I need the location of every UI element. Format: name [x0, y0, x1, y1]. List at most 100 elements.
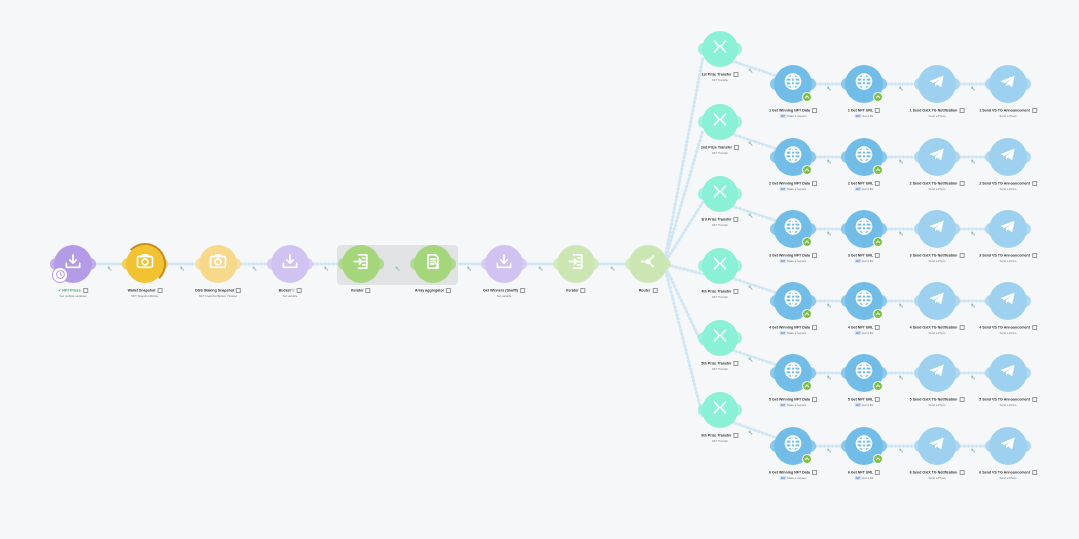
clock-icon[interactable] — [52, 266, 68, 283]
wrench-icon[interactable]: 🔧 — [466, 266, 472, 271]
module-circle[interactable] — [989, 427, 1027, 465]
module-circle[interactable] — [702, 31, 738, 67]
note-icon[interactable] — [811, 325, 817, 330]
module-circle[interactable] — [702, 104, 738, 140]
wrench-icon[interactable]: 🔧 — [898, 303, 904, 308]
note-icon[interactable] — [811, 108, 817, 113]
module-circle[interactable] — [199, 245, 237, 283]
wrench-icon[interactable]: 🔧 — [748, 213, 753, 218]
module-circle[interactable] — [702, 176, 738, 212]
wrench-icon[interactable]: 🔧 — [748, 285, 753, 290]
module-circle[interactable] — [989, 138, 1027, 176]
note-icon[interactable] — [875, 397, 881, 402]
module-circle[interactable] — [629, 245, 667, 283]
note-icon[interactable] — [1031, 108, 1037, 113]
module-circle[interactable] — [485, 245, 523, 283]
wrench-icon[interactable]: 🔧 — [107, 266, 112, 271]
wrench-icon[interactable]: 🔧 — [748, 357, 753, 362]
wrench-icon[interactable]: 🔧 — [826, 303, 832, 308]
module-circle[interactable] — [845, 427, 883, 465]
note-icon[interactable] — [157, 288, 163, 293]
note-icon[interactable] — [811, 181, 817, 186]
wrench-icon[interactable]: 🔧 — [970, 448, 976, 453]
note-icon[interactable] — [811, 470, 817, 475]
wrench-icon[interactable]: 🔧 — [826, 159, 832, 164]
wrench-icon[interactable]: 🔧 — [826, 448, 832, 453]
note-icon[interactable] — [959, 470, 965, 475]
note-icon[interactable] — [875, 325, 881, 330]
note-icon[interactable] — [734, 145, 740, 150]
wrench-icon[interactable]: 🔧 — [898, 159, 904, 164]
wrench-icon[interactable]: 🔧 — [538, 266, 543, 271]
module-label: 5 Get NFT URL — [848, 397, 881, 402]
wrench-icon[interactable]: 🔧 — [898, 231, 904, 236]
wrench-icon[interactable]: 🔧 — [970, 375, 976, 380]
wrench-icon[interactable]: 🔧 — [898, 448, 904, 453]
note-icon[interactable] — [811, 253, 817, 258]
note-icon[interactable] — [959, 397, 965, 402]
note-icon[interactable] — [875, 253, 881, 258]
note-icon[interactable] — [733, 289, 739, 294]
note-icon[interactable] — [959, 108, 965, 113]
note-icon[interactable] — [733, 217, 739, 222]
module-circle[interactable] — [702, 320, 738, 356]
wrench-icon[interactable]: 🔧 — [898, 86, 904, 91]
module-circle[interactable] — [702, 392, 738, 428]
module-circle[interactable] — [918, 282, 956, 320]
wrench-icon[interactable]: 🔧 — [395, 266, 400, 271]
note-icon[interactable] — [875, 470, 881, 475]
module-circle[interactable] — [989, 65, 1027, 103]
note-icon[interactable] — [652, 288, 658, 293]
wrench-icon[interactable]: 🔧 — [610, 266, 615, 271]
module-circle[interactable] — [557, 245, 595, 283]
wrench-icon[interactable]: 🔧 — [826, 86, 832, 91]
module-circle[interactable] — [414, 245, 452, 283]
wrench-icon[interactable]: 🔧 — [970, 303, 976, 308]
wrench-icon[interactable]: 🔧 — [252, 266, 257, 271]
module-circle[interactable] — [989, 210, 1027, 248]
note-icon[interactable] — [875, 108, 881, 113]
note-icon[interactable] — [296, 288, 302, 293]
wrench-icon[interactable]: 🔧 — [826, 231, 832, 236]
note-icon[interactable] — [1031, 470, 1037, 475]
wrench-icon[interactable]: 🔧 — [748, 68, 753, 73]
note-icon[interactable] — [236, 288, 242, 293]
wrench-icon[interactable]: 🔧 — [748, 141, 753, 146]
note-icon[interactable] — [733, 361, 739, 366]
note-icon[interactable] — [1031, 397, 1037, 402]
module-circle[interactable] — [918, 138, 956, 176]
note-icon[interactable] — [733, 72, 739, 77]
note-icon[interactable] — [875, 181, 881, 186]
module-circle[interactable] — [702, 248, 738, 284]
note-icon[interactable] — [959, 325, 965, 330]
wrench-icon[interactable]: 🔧 — [748, 430, 753, 435]
wrench-icon[interactable]: 🔧 — [179, 266, 185, 271]
note-icon[interactable] — [733, 433, 739, 438]
note-icon[interactable] — [959, 253, 965, 258]
wrench-icon[interactable]: 🔧 — [898, 375, 904, 380]
wrench-icon[interactable]: 🔧 — [323, 266, 329, 271]
module-circle[interactable] — [989, 354, 1027, 392]
module-circle[interactable] — [918, 65, 956, 103]
note-icon[interactable] — [580, 288, 586, 293]
wrench-icon[interactable]: 🔧 — [970, 86, 976, 91]
wrench-icon[interactable]: 🔧 — [970, 231, 976, 236]
module-circle[interactable] — [342, 245, 380, 283]
note-icon[interactable] — [82, 288, 88, 293]
wrench-icon[interactable]: 🔧 — [826, 375, 832, 380]
wrench-icon[interactable]: 🔧 — [970, 159, 976, 164]
module-circle[interactable] — [271, 245, 309, 283]
note-icon[interactable] — [1031, 325, 1037, 330]
module-circle[interactable] — [989, 282, 1027, 320]
note-icon[interactable] — [1031, 253, 1037, 258]
note-icon[interactable] — [959, 181, 965, 186]
module-circle[interactable] — [918, 427, 956, 465]
note-icon[interactable] — [446, 288, 452, 293]
module-circle[interactable] — [918, 354, 956, 392]
note-icon[interactable] — [365, 288, 371, 293]
note-icon[interactable] — [811, 397, 817, 402]
note-icon[interactable] — [519, 288, 525, 293]
module-circle[interactable] — [918, 210, 956, 248]
note-icon[interactable] — [1031, 181, 1037, 186]
module-subtitle-text: Send a Photo — [999, 403, 1017, 407]
